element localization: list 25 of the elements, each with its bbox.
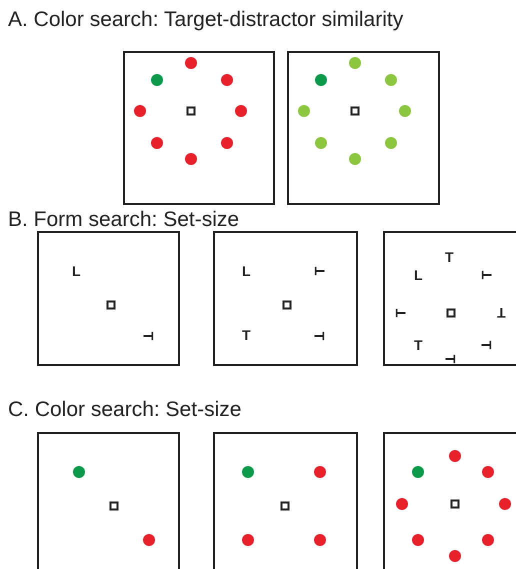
letter-stimulus: T xyxy=(497,306,506,320)
letter-stimulus: T xyxy=(479,270,494,280)
stimulus-panel xyxy=(123,51,275,205)
stimulus-panel xyxy=(287,51,440,205)
section-heading: B. Form search: Set-size xyxy=(8,208,240,232)
letter-stimulus: T xyxy=(445,250,454,264)
letter-stimulus: T xyxy=(443,354,458,364)
stimulus-panel xyxy=(37,231,180,366)
letter-stimulus: T xyxy=(414,338,423,352)
letter-stimulus: T xyxy=(141,332,156,340)
section-heading: A. Color search: Target-distractor similarity xyxy=(8,8,404,32)
stimulus-panel xyxy=(213,432,358,569)
letter-stimulus: L xyxy=(242,264,251,278)
stimulus-panel xyxy=(383,432,516,569)
letter-stimulus: L xyxy=(414,268,423,282)
stimulus-panel xyxy=(383,231,516,366)
letter-stimulus: T xyxy=(242,328,251,342)
letter-stimulus: T xyxy=(479,340,494,350)
letter-stimulus: T xyxy=(393,308,408,318)
stimulus-panel xyxy=(213,231,358,366)
letter-stimulus: L xyxy=(72,264,81,278)
letter-stimulus: T xyxy=(312,332,326,340)
stimulus-panel xyxy=(37,432,180,569)
section-heading: C. Color search: Set-size xyxy=(8,398,242,422)
letter-stimulus: T xyxy=(312,266,326,276)
